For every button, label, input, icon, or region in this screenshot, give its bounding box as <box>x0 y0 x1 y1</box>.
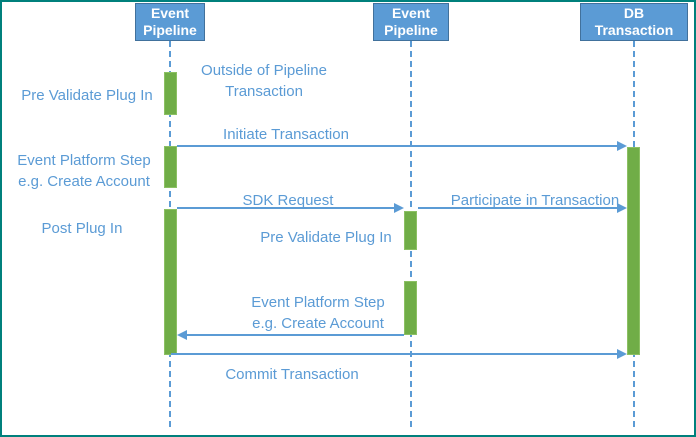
arrow-commit-transaction-line <box>171 353 617 355</box>
label-line: e.g. Create Account <box>252 315 384 332</box>
label-post-plug-in: Post Plug In <box>41 220 123 237</box>
actor-event-pipeline-2: Event Pipeline <box>373 3 449 41</box>
activation-event-platform-step <box>164 146 177 188</box>
label-pre-validate-plug-in-mid: Pre Validate Plug In <box>260 229 392 246</box>
label-line: Event Platform Step <box>251 294 385 311</box>
arrow-participate-in-transaction-line <box>418 207 617 209</box>
actor-db-transaction: DB Transaction <box>580 3 688 41</box>
actor-label-line: Pipeline <box>384 22 438 38</box>
label-line: e.g. Create Account <box>18 173 150 190</box>
arrow-participate-in-transaction-head <box>617 203 627 213</box>
actor-label-line: Pipeline <box>143 22 197 38</box>
label-pre-validate-plug-in-left: Pre Validate Plug In <box>21 87 153 104</box>
actor-label-line: Transaction <box>594 22 674 38</box>
note-outside-of-pipeline-transaction: Outside of Pipeline Transaction <box>184 60 344 102</box>
label-participate-in-transaction: Participate in Transaction <box>450 192 620 209</box>
arrow-sdk-request-head <box>394 203 404 213</box>
label-event-platform-step-left: Event Platform Step e.g. Create Account <box>4 150 164 192</box>
activation-mid-pre-validate-plug-in <box>404 211 417 250</box>
arrow-return-to-pipeline-1-head <box>177 330 187 340</box>
activation-mid-event-platform-step <box>404 281 417 335</box>
actor-event-pipeline-1: Event Pipeline <box>135 3 205 41</box>
label-initiate-transaction: Initiate Transaction <box>223 126 349 143</box>
arrow-initiate-transaction-head <box>617 141 627 151</box>
actor-label-line: Event <box>391 5 431 21</box>
label-line: Event Platform Step <box>17 152 151 169</box>
label-sdk-request: SDK Request <box>242 192 334 209</box>
label-commit-transaction: Commit Transaction <box>225 366 359 383</box>
arrow-initiate-transaction-line <box>177 145 617 147</box>
activation-post-plug-in <box>164 209 177 355</box>
note-line: Outside of Pipeline <box>201 62 327 79</box>
actor-label-line: Event <box>150 5 190 21</box>
arrow-sdk-request-line <box>177 207 394 209</box>
label-event-platform-step-mid: Event Platform Step e.g. Create Account <box>238 292 398 334</box>
activation-pre-validate-plug-in <box>164 72 177 115</box>
arrow-return-to-pipeline-1-line <box>187 334 404 336</box>
activation-db-transaction <box>627 147 640 355</box>
note-line: Transaction <box>225 83 303 100</box>
arrow-commit-transaction-head <box>617 349 627 359</box>
actor-label-line: DB <box>623 5 645 21</box>
